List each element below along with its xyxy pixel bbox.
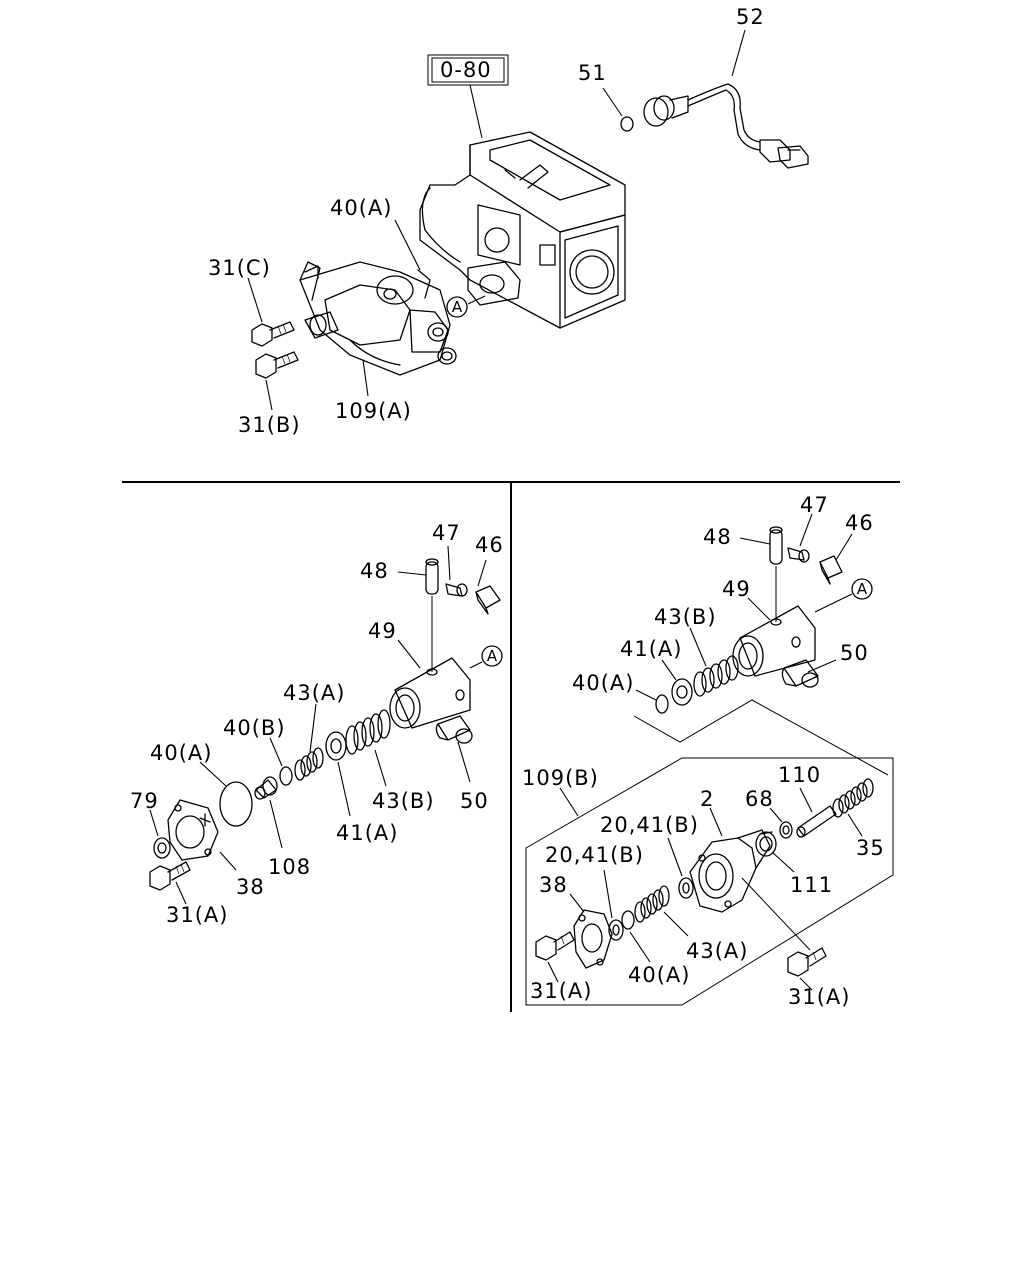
label-51-top: 51 bbox=[578, 61, 607, 85]
label-35-right: 35 bbox=[856, 836, 885, 860]
spring-43b-left bbox=[345, 709, 391, 755]
reference-box: 0-80 bbox=[427, 54, 509, 86]
label-50-right: 50 bbox=[840, 641, 869, 665]
label-109b-right: 109(B) bbox=[522, 766, 599, 790]
label-20-41b-upper: 20,41(B) bbox=[600, 813, 699, 837]
label-40a-right-lower: 40(A) bbox=[628, 963, 690, 987]
bolt-31a-right-outside bbox=[787, 947, 827, 977]
slider-50-left bbox=[435, 715, 473, 744]
oring-40a-left bbox=[219, 781, 253, 827]
bolt-31a-left bbox=[149, 861, 191, 891]
label-31a-right-left: 31(A) bbox=[530, 979, 592, 1003]
label-20-41b-lower: 20,41(B) bbox=[545, 843, 644, 867]
label-40a-top: 40(A) bbox=[330, 196, 392, 220]
rod-110-right bbox=[796, 805, 837, 838]
label-40a-right: 40(A) bbox=[572, 671, 634, 695]
screw-47-right bbox=[787, 547, 810, 563]
pin-48-right bbox=[769, 526, 783, 565]
pump-housing bbox=[419, 131, 626, 329]
label-43b-left: 43(B) bbox=[372, 789, 435, 813]
label-48-right: 48 bbox=[703, 525, 732, 549]
label-47-right: 47 bbox=[800, 493, 829, 517]
bolt-31a-right-left bbox=[535, 931, 575, 961]
svg-text:A: A bbox=[452, 298, 463, 316]
svg-text:A: A bbox=[487, 647, 498, 665]
label-47-left: 47 bbox=[432, 521, 461, 545]
label-43b-right: 43(B) bbox=[654, 605, 717, 629]
slider-50-right bbox=[781, 659, 819, 688]
screw-47-left bbox=[445, 583, 468, 597]
housing-2-right bbox=[689, 829, 771, 913]
spring-35-right bbox=[832, 778, 874, 818]
pin-48-left bbox=[425, 558, 439, 595]
oring-40a-right bbox=[655, 694, 669, 714]
piston-49-right bbox=[732, 605, 816, 677]
label-40b-left: 40(B) bbox=[223, 716, 286, 740]
assembly-box-109b bbox=[525, 757, 894, 1006]
label-31a-left: 31(A) bbox=[166, 903, 228, 927]
label-40a-left: 40(A) bbox=[150, 741, 212, 765]
oring-51 bbox=[620, 116, 634, 132]
key-46-left bbox=[475, 585, 501, 615]
label-2-right: 2 bbox=[700, 787, 714, 811]
label-110-right: 110 bbox=[778, 763, 821, 787]
svg-text:A: A bbox=[857, 580, 868, 598]
label-31a-right-outside: 31(A) bbox=[788, 985, 850, 1009]
washer-68-right bbox=[779, 821, 793, 839]
label-49-right: 49 bbox=[722, 577, 751, 601]
label-108-left: 108 bbox=[268, 855, 311, 879]
spring-43a-right bbox=[634, 885, 670, 923]
label-46-right: 46 bbox=[845, 511, 874, 535]
ref-circle-a-left: A bbox=[469, 645, 503, 669]
assembly-connector bbox=[633, 699, 889, 776]
ref-circle-a-right: A bbox=[814, 578, 873, 613]
label-50-left: 50 bbox=[460, 789, 489, 813]
piston-49-left bbox=[389, 657, 471, 729]
washer-20-41b-lower bbox=[608, 919, 624, 941]
cover-38-right bbox=[573, 909, 613, 969]
plug-108-left bbox=[254, 776, 278, 800]
label-68-right: 68 bbox=[745, 787, 774, 811]
oring-40a-right-lower bbox=[621, 910, 635, 930]
bolt-31c bbox=[251, 321, 295, 347]
ref-box-label: 0-80 bbox=[440, 58, 492, 82]
label-48-left: 48 bbox=[360, 559, 389, 583]
label-43a-right: 43(A) bbox=[686, 939, 748, 963]
label-38-right: 38 bbox=[539, 873, 568, 897]
label-49-left: 49 bbox=[368, 619, 397, 643]
label-52-top: 52 bbox=[736, 5, 765, 29]
washer-41a-left bbox=[325, 731, 347, 761]
ref-circle-a-top: A bbox=[446, 295, 486, 318]
spring-43a-left bbox=[294, 747, 324, 781]
cover-38-left bbox=[167, 799, 219, 861]
oring-40b-left bbox=[279, 766, 293, 786]
label-109a-top: 109(A) bbox=[335, 399, 412, 423]
label-111-right: 111 bbox=[790, 873, 833, 897]
washer-20-41b-upper bbox=[678, 877, 694, 899]
washer-41a-right bbox=[671, 678, 693, 706]
label-38-left: 38 bbox=[236, 875, 265, 899]
timer-assembly-109a bbox=[299, 261, 457, 376]
label-46-left: 46 bbox=[475, 533, 504, 557]
label-31b-top: 31(B) bbox=[238, 413, 301, 437]
label-31c-top: 31(C) bbox=[208, 256, 271, 280]
label-79-left: 79 bbox=[130, 789, 159, 813]
sensor-52 bbox=[643, 83, 809, 169]
label-41a-left: 41(A) bbox=[336, 821, 398, 845]
key-46-right bbox=[819, 555, 843, 585]
label-41a-right: 41(A) bbox=[620, 637, 682, 661]
washer-79-left bbox=[153, 837, 171, 859]
spring-43b-right bbox=[693, 655, 739, 697]
label-43a-left: 43(A) bbox=[283, 681, 345, 705]
bolt-31b bbox=[255, 351, 299, 379]
